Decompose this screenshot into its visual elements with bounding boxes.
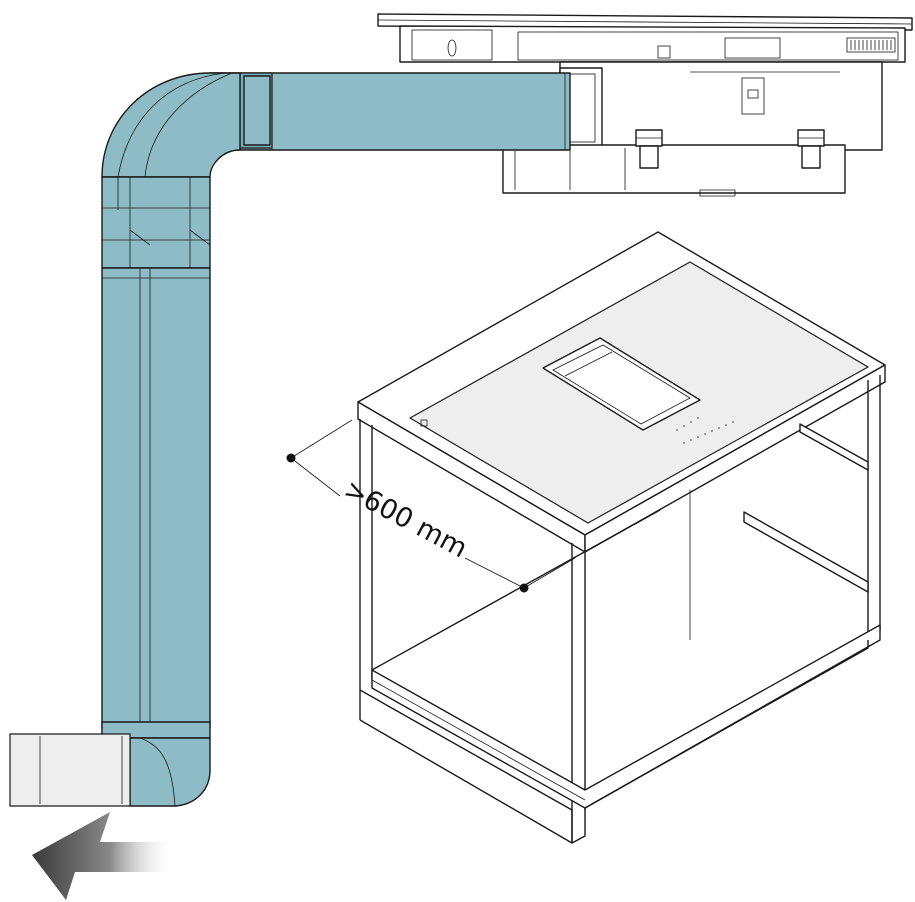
dimension-endpoint-left <box>286 453 296 463</box>
latch-left <box>635 129 663 169</box>
vent-grille <box>846 37 896 53</box>
touch-controls <box>676 417 734 444</box>
dimension-endpoint-right <box>519 583 529 593</box>
latch-right <box>797 129 825 169</box>
cabinet <box>357 231 886 844</box>
dimension-label: 600 mm <box>358 484 472 564</box>
downdraft-vent <box>542 337 701 431</box>
hob-extractor-unit <box>377 13 913 197</box>
airflow-arrow-icon <box>32 812 175 900</box>
extraction-duct <box>9 72 571 807</box>
